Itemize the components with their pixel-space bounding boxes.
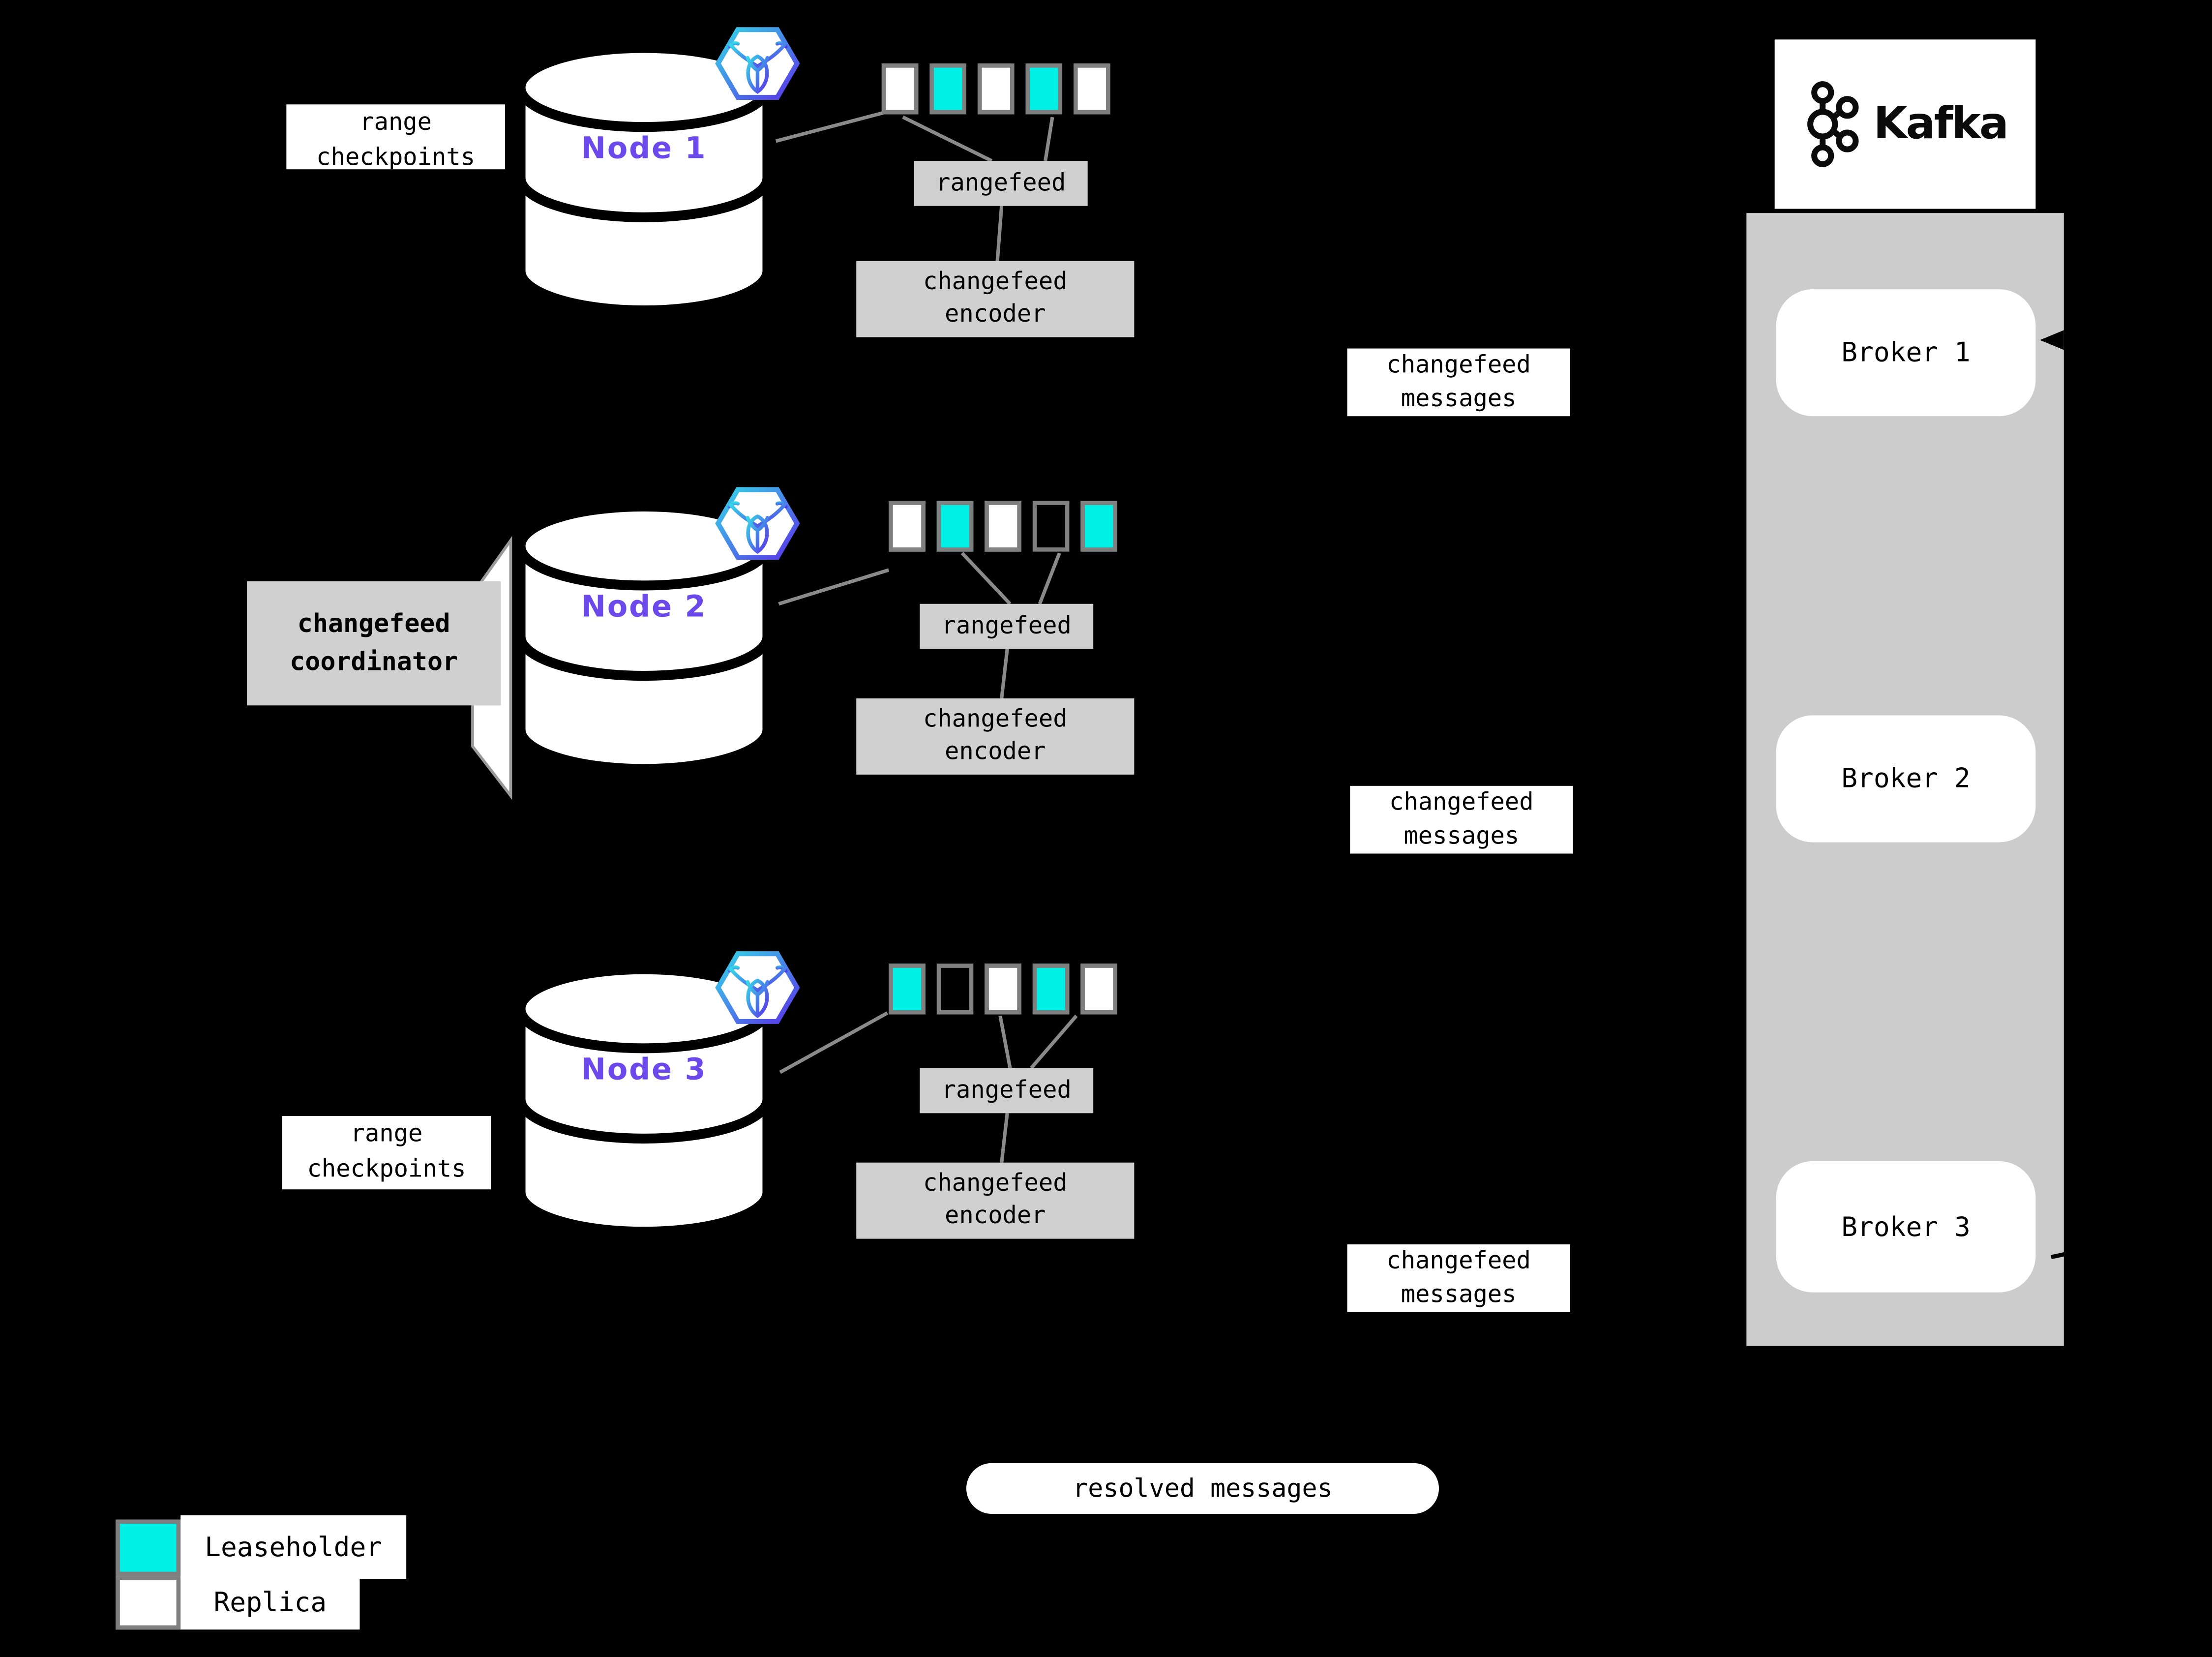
- changefeed-messages-line2: messages: [1401, 385, 1517, 414]
- leaseholder-range-square: [1032, 964, 1070, 1015]
- broker-3-label: Broker 3: [1841, 1211, 1971, 1242]
- replica-range-square: [889, 501, 926, 552]
- changefeed-messages-line1: changefeed: [1386, 351, 1531, 380]
- leaseholder-range-square: [929, 63, 966, 115]
- replica-legend-label: Replica: [180, 1576, 360, 1630]
- leaseholder-swatch: [116, 1519, 181, 1576]
- broker-2: Broker 2: [1776, 715, 2036, 843]
- rangefeed-label: rangefeed: [936, 168, 1066, 197]
- encoder-label-line2: encoder: [945, 1202, 1046, 1231]
- rangefeed-label: rangefeed: [941, 1076, 1072, 1104]
- range-checkpoints-line2: checkpoints: [307, 1155, 466, 1184]
- kafka-icon: [1807, 81, 1859, 167]
- encoder-label-line1: changefeed: [923, 268, 1068, 297]
- rangefeed-box: rangefeed: [920, 1068, 1094, 1114]
- changefeed-messages-line2: messages: [1401, 1281, 1517, 1310]
- replica-range-square: [977, 63, 1015, 115]
- changefeed-messages-label-3: changefeed messages: [1347, 1244, 1570, 1312]
- encoder-label-line2: encoder: [945, 301, 1046, 329]
- broker-1-label: Broker 1: [1841, 337, 1971, 368]
- changefeed-coordinator-label: changefeed coordinator: [247, 581, 501, 706]
- changefeed-encoder-box: changefeed encoder: [856, 698, 1135, 775]
- node-3-label: Node 3: [581, 1052, 707, 1086]
- range-checkpoints-line2: checkpoints: [316, 144, 476, 170]
- replica-range-square: [985, 964, 1021, 1015]
- encoder-label-line1: changefeed: [923, 1170, 1068, 1198]
- changefeed-messages-label-2: changefeed messages: [1350, 785, 1573, 854]
- cockroachdb-icon: [715, 487, 800, 560]
- replica-text: Replica: [213, 1587, 327, 1619]
- leaseholder-range-square: [889, 964, 926, 1015]
- resolved-messages-text: resolved messages: [1073, 1474, 1333, 1504]
- leaseholder-range-square: [1080, 501, 1117, 552]
- encoder-label-line1: changefeed: [923, 705, 1068, 734]
- leaseholder-range-square: [936, 501, 974, 552]
- changefeed-messages-line2: messages: [1404, 822, 1520, 851]
- changefeed-messages-line1: changefeed: [1386, 1247, 1531, 1276]
- range-checkpoints-line1: range: [350, 1120, 423, 1149]
- replica-range-square: [881, 63, 919, 115]
- leaseholder-text: Leaseholder: [205, 1531, 383, 1563]
- node-1-label: Node 1: [581, 131, 707, 165]
- broker-3: Broker 3: [1776, 1161, 2036, 1293]
- empty-range-square: [936, 964, 974, 1015]
- range-checkpoints-line1: range: [359, 108, 432, 137]
- cockroachdb-icon: [715, 951, 800, 1024]
- node-1-ranges: [881, 63, 1110, 115]
- range-checkpoints-label-bottom: range checkpoints: [282, 1116, 491, 1190]
- resolved-messages-label: resolved messages: [966, 1463, 1439, 1514]
- replica-swatch: [116, 1576, 181, 1630]
- broker-2-label: Broker 2: [1841, 763, 1971, 795]
- database-cylinder: [515, 964, 773, 1245]
- rangefeed-box: rangefeed: [914, 161, 1088, 206]
- cockroachdb-icon: [715, 27, 800, 100]
- broker-1: Broker 1: [1776, 289, 2036, 417]
- kafka-logo-box: Kafka: [1774, 39, 2036, 209]
- empty-range-square: [1032, 501, 1070, 552]
- changefeed-encoder-box: changefeed encoder: [856, 1162, 1135, 1239]
- replica-range-square: [1080, 964, 1117, 1015]
- coordinator-line2: coordinator: [290, 647, 458, 677]
- range-checkpoints-label-top: range checkpoints: [286, 104, 505, 170]
- encoder-label-line2: encoder: [945, 738, 1046, 766]
- node-3-ranges: [889, 964, 1117, 1015]
- node-2-label: Node 2: [581, 590, 707, 624]
- database-cylinder: [515, 501, 773, 783]
- coordinator-line1: changefeed: [297, 609, 450, 639]
- leaseholder-legend-label: Leaseholder: [180, 1515, 407, 1579]
- changefeed-encoder-box: changefeed encoder: [856, 261, 1135, 337]
- node-2-ranges: [889, 501, 1117, 552]
- leaseholder-range-square: [1025, 63, 1063, 115]
- replica-range-square: [985, 501, 1021, 552]
- changefeed-messages-line1: changefeed: [1389, 788, 1534, 817]
- rangefeed-label: rangefeed: [941, 611, 1072, 640]
- kafka-title: Kafka: [1873, 98, 2009, 150]
- changefeed-messages-label-1: changefeed messages: [1347, 348, 1570, 417]
- database-cylinder: [515, 43, 773, 324]
- rangefeed-box: rangefeed: [920, 603, 1094, 649]
- replica-range-square: [1074, 63, 1110, 115]
